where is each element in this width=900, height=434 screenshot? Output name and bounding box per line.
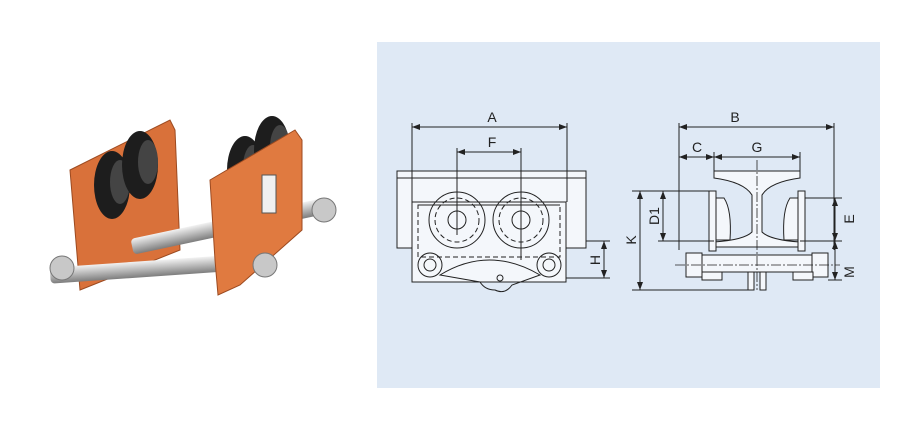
dim-label-d1: D1 bbox=[646, 207, 662, 225]
front-view: A F H bbox=[396, 109, 610, 293]
label-plate bbox=[261, 174, 277, 214]
dim-label-b: B bbox=[730, 109, 739, 125]
dim-label-g: G bbox=[752, 139, 763, 155]
dim-label-a: A bbox=[487, 109, 497, 125]
dim-label-f: F bbox=[488, 134, 497, 150]
dim-label-h: H bbox=[587, 255, 603, 265]
trolley-product-photo bbox=[49, 116, 337, 296]
side-view: B C G D1 K E M bbox=[623, 109, 857, 291]
dim-label-m: M bbox=[841, 266, 857, 278]
dim-label-e: E bbox=[841, 214, 857, 223]
dim-label-k: K bbox=[623, 235, 639, 245]
dim-label-c: C bbox=[692, 139, 702, 155]
